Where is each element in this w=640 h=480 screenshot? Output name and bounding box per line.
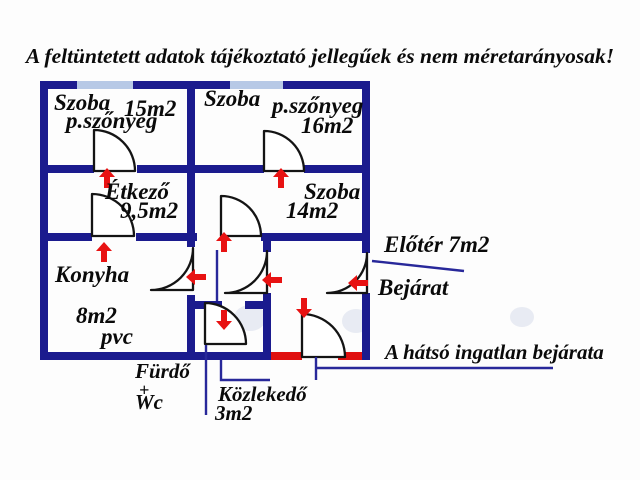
door-arc-szoba15 [92, 128, 137, 173]
label-furdo-wc: Wc [135, 390, 163, 414]
label-konyha-area: 8m2 [76, 303, 117, 328]
label-kozlekedo-label: Közlekedő [218, 382, 307, 406]
label-kozlekedo-area: 3m2 [215, 401, 253, 425]
direction-arrow-down [216, 310, 232, 330]
label-szoba14-area: 14m2 [286, 198, 339, 223]
label-szoba16-area: 16m2 [301, 113, 354, 138]
leader-lines [204, 250, 553, 415]
door-arrows [96, 168, 368, 330]
rear-entrance-jamb-right [338, 352, 362, 360]
label-hatso-label: A hátsó ingatlan bejárata [385, 340, 604, 364]
door-arc-szoba16 [262, 129, 306, 173]
label-szoba16-floor: p.szőnyeg [272, 93, 364, 118]
label-furdo-label: Fürdő [135, 359, 190, 383]
door-arc-eloter [223, 249, 269, 295]
direction-arrow-up [273, 168, 289, 188]
direction-arrow-up [216, 232, 232, 252]
direction-arrow-left [186, 269, 206, 285]
rear-entrance-jamb-left [271, 352, 302, 360]
direction-arrow-up [96, 242, 112, 262]
watermark [234, 305, 534, 333]
label-szoba14-name: Szoba [304, 179, 361, 204]
label-szoba16-name: Szoba [204, 86, 261, 111]
label-eloter-label: Előtér 7m2 [384, 232, 490, 257]
direction-arrow-down [296, 298, 312, 318]
leader-eloter [371, 259, 465, 273]
label-szoba15-area: 15m2 [124, 96, 177, 121]
window-szoba16 [230, 81, 283, 89]
door-arc-konyha [149, 246, 195, 292]
leader-kozlekedo [219, 360, 270, 382]
label-szoba15-floor: p.szőnyeg [66, 108, 158, 133]
leader-hatso [314, 357, 553, 380]
door-arc-bejarat [325, 251, 369, 295]
label-konyha-name: Konyha [55, 262, 130, 287]
door-arc-etkezo [90, 192, 136, 238]
door-arc-hatso [300, 312, 347, 359]
label-konyha-floor: pvc [101, 324, 133, 349]
label-szoba15-name: Szoba [54, 90, 111, 115]
direction-arrow-up [99, 168, 115, 188]
label-etkezo-area: 9,5m2 [120, 198, 179, 223]
label-furdo-plus: + [139, 380, 150, 400]
direction-arrow-left [348, 275, 368, 291]
disclaimer-title: A feltüntetett adatok tájékoztató jelleg… [25, 44, 615, 68]
window-szoba15 [77, 81, 133, 89]
door-arc-szoba14 [219, 194, 263, 238]
direction-arrow-left [262, 272, 282, 288]
label-etkezo-name: Étkező [105, 179, 169, 204]
label-bejarat-label: Bejárat [378, 275, 449, 300]
